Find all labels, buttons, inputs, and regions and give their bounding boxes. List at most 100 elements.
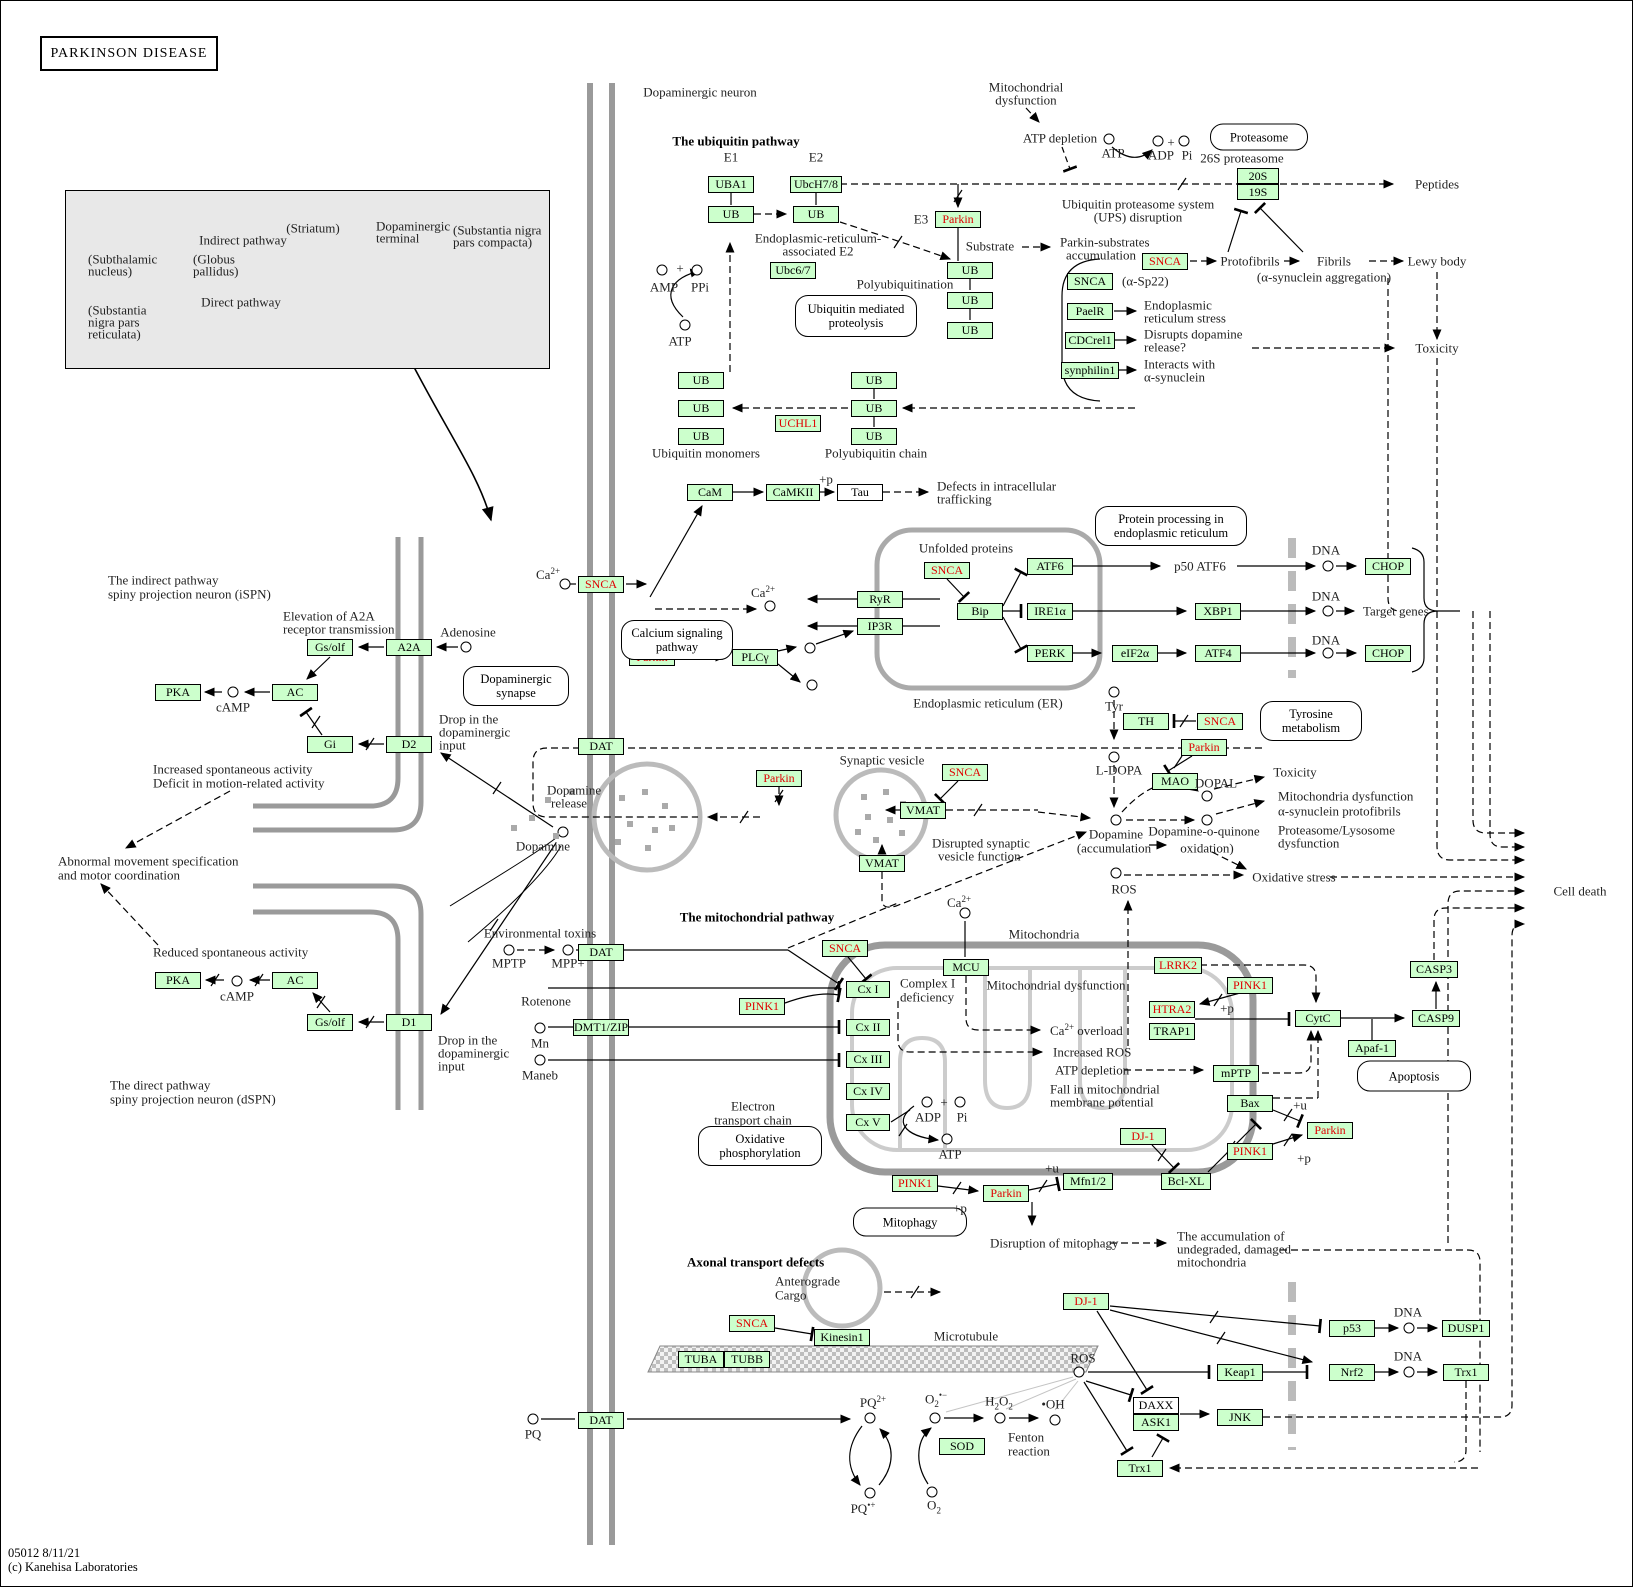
gene-box-Tau[interactable]: Tau (837, 483, 883, 501)
gene-box-CaM[interactable]: CaM (687, 483, 733, 501)
gene-box-D1[interactable]: D1 (386, 1013, 432, 1031)
gene-box-ASK1[interactable]: ASK1 (1133, 1413, 1179, 1431)
gene-box-Gs/olf[interactable]: Gs/olf (307, 638, 353, 656)
compound-circle[interactable] (534, 1022, 546, 1034)
compound-circle[interactable] (1201, 790, 1213, 802)
gene-box-Cx III[interactable]: Cx III (846, 1050, 890, 1068)
gene-box-UB[interactable]: UB (708, 205, 754, 223)
gene-box-DUSP1[interactable]: DUSP1 (1442, 1319, 1490, 1337)
gene-box-DAT[interactable]: DAT (578, 1411, 624, 1429)
gene-box-PLCγ[interactable]: PLCγ (732, 648, 778, 666)
compound-circle[interactable] (1322, 560, 1334, 572)
gene-box-IP3R[interactable]: IP3R (857, 617, 903, 635)
gene-box-Parkin[interactable]: Parkin (1307, 1121, 1353, 1139)
pathway-link-apoptosis[interactable]: Apoptosis (1357, 1060, 1471, 1092)
compound-circle[interactable] (1110, 867, 1122, 879)
gene-box-eIF2α[interactable]: eIF2α (1112, 644, 1158, 662)
compound-circle[interactable] (864, 1487, 876, 1499)
gene-box-XBP1[interactable]: XBP1 (1195, 602, 1241, 620)
pathway-link-proteasome[interactable]: Proteasome (1210, 123, 1308, 151)
gene-box-DAXX[interactable]: DAXX (1133, 1396, 1179, 1414)
gene-box-SNCA[interactable]: SNCA (578, 575, 624, 593)
gene-box-TRAP1[interactable]: TRAP1 (1149, 1022, 1195, 1040)
gene-box-19S[interactable]: 19S (1237, 184, 1279, 200)
gene-box-SNCA[interactable]: SNCA (822, 939, 868, 957)
gene-box-Parkin[interactable]: Parkin (1181, 738, 1227, 756)
gene-box-Cx IV[interactable]: Cx IV (846, 1082, 890, 1100)
gene-box-Ubc6/7[interactable]: Ubc6/7 (770, 261, 816, 279)
gene-box-Cx II[interactable]: Cx II (846, 1018, 890, 1036)
gene-box-CytC[interactable]: CytC (1295, 1009, 1341, 1027)
gene-box-Kinesin1[interactable]: Kinesin1 (814, 1328, 870, 1346)
gene-box-Gi[interactable]: Gi (307, 735, 353, 753)
gene-box-UB[interactable]: UB (793, 205, 839, 223)
compound-circle[interactable] (994, 1412, 1006, 1424)
gene-box-DAT[interactable]: DAT (578, 943, 624, 961)
gene-box-PINK1[interactable]: PINK1 (1227, 976, 1273, 994)
compound-circle[interactable] (941, 1133, 953, 1145)
compound-circle[interactable] (562, 944, 574, 956)
gene-box-SNCA[interactable]: SNCA (924, 561, 970, 579)
gene-box-DMT1/ZIP[interactable]: DMT1/ZIP (573, 1018, 629, 1036)
gene-box-ATF6[interactable]: ATF6 (1027, 557, 1073, 575)
gene-box-AC[interactable]: AC (272, 971, 318, 989)
compound-circle[interactable] (1108, 751, 1120, 763)
compound-circle[interactable] (534, 1054, 546, 1066)
gene-box-PINK1[interactable]: PINK1 (892, 1174, 938, 1192)
compound-circle[interactable] (804, 642, 816, 654)
compound-circle[interactable] (926, 1486, 938, 1498)
compound-circle[interactable] (557, 826, 569, 838)
gene-box-VMAT[interactable]: VMAT (900, 801, 946, 819)
gene-box-HTRA2[interactable]: HTRA2 (1149, 1000, 1195, 1018)
gene-box-UB[interactable]: UB (851, 399, 897, 417)
gene-box-Keap1[interactable]: Keap1 (1217, 1363, 1263, 1381)
pathway-link-mitophagy[interactable]: Mitophagy (853, 1207, 967, 1237)
compound-circle[interactable] (954, 1096, 966, 1108)
compound-circle[interactable] (1201, 814, 1213, 826)
compound-circle[interactable] (921, 1096, 933, 1108)
gene-box-Parkin[interactable]: Parkin (983, 1184, 1029, 1202)
gene-box-PERK[interactable]: PERK (1027, 644, 1073, 662)
compound-circle[interactable] (1108, 686, 1120, 698)
compound-circle[interactable] (1322, 605, 1334, 617)
gene-box-SNCA[interactable]: SNCA (942, 763, 988, 781)
gene-box-A2A[interactable]: A2A (386, 638, 432, 656)
gene-box-Cx V[interactable]: Cx V (846, 1113, 890, 1131)
gene-box-TUBB[interactable]: TUBB (724, 1350, 770, 1368)
gene-box-Nrf2[interactable]: Nrf2 (1329, 1363, 1375, 1381)
gene-box-Bcl-XL[interactable]: Bcl-XL (1161, 1172, 1211, 1190)
gene-box-Trx1[interactable]: Trx1 (1443, 1363, 1489, 1381)
gene-box-JNK[interactable]: JNK (1217, 1408, 1263, 1426)
compound-circle[interactable] (527, 1413, 539, 1425)
compound-circle[interactable] (691, 264, 703, 276)
compound-circle[interactable] (764, 600, 776, 612)
gene-box-UB[interactable]: UB (678, 371, 724, 389)
compound-circle[interactable] (1152, 135, 1164, 147)
compound-circle[interactable] (959, 907, 971, 919)
gene-box-LRRK2[interactable]: LRRK2 (1154, 956, 1202, 974)
gene-box-UB[interactable]: UB (678, 399, 724, 417)
gene-box-DJ-1[interactable]: DJ-1 (1063, 1292, 1109, 1310)
gene-box-Cx I[interactable]: Cx I (846, 980, 890, 998)
compound-circle[interactable] (1049, 1414, 1061, 1426)
gene-box-UB[interactable]: UB (947, 261, 993, 279)
gene-box-UB[interactable]: UB (678, 427, 724, 445)
compound-circle[interactable] (1322, 647, 1334, 659)
gene-box-UbcH7/8[interactable]: UbcH7/8 (790, 175, 842, 193)
gene-box-SNCA[interactable]: SNCA (729, 1314, 775, 1332)
gene-box-Bip[interactable]: Bip (957, 602, 1003, 620)
compound-circle[interactable] (460, 641, 472, 653)
gene-box-mPTP[interactable]: mPTP (1213, 1064, 1259, 1082)
gene-box-MCU[interactable]: MCU (943, 958, 989, 976)
gene-box-UBA1[interactable]: UBA1 (708, 175, 754, 193)
compound-circle[interactable] (227, 686, 239, 698)
gene-box-PINK1[interactable]: PINK1 (1227, 1142, 1273, 1160)
gene-box-Apaf-1[interactable]: Apaf-1 (1348, 1039, 1396, 1057)
gene-box-UB[interactable]: UB (947, 291, 993, 309)
gene-box-CHOP[interactable]: CHOP (1365, 557, 1411, 575)
gene-box-DAT[interactable]: DAT (578, 737, 624, 755)
